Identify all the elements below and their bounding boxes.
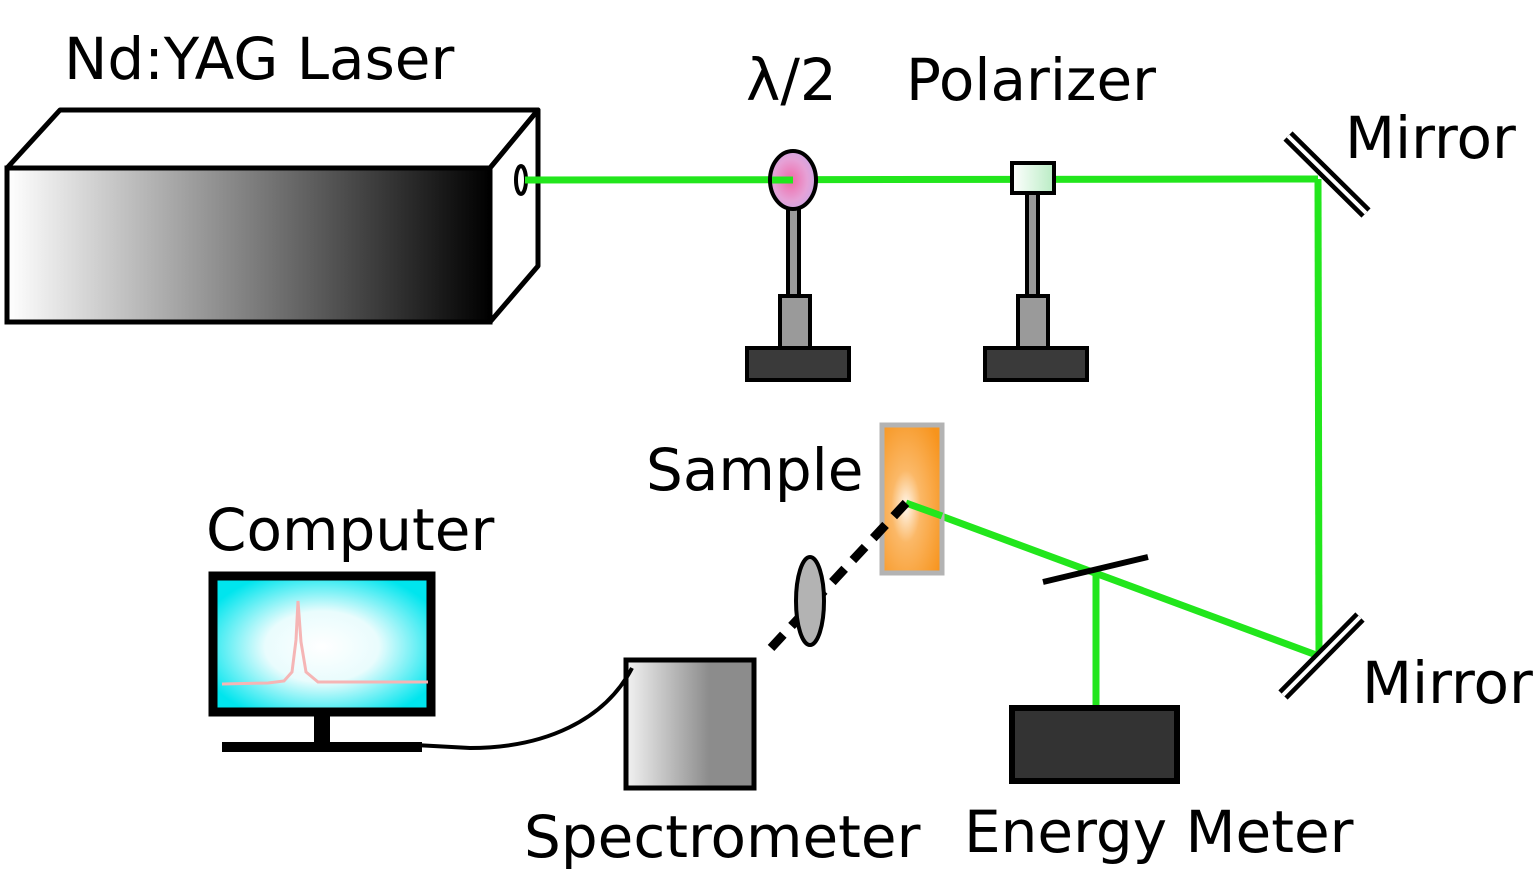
waveplate-post-holder [778, 294, 812, 350]
mirror-top [1283, 131, 1371, 218]
computer-monitor [208, 571, 436, 717]
spectrum-trace [221, 600, 428, 686]
sample-cuvette [879, 422, 945, 576]
spectrometer-cable [414, 667, 634, 751]
spectrometer [623, 657, 757, 791]
laser-label: Nd:YAG Laser [64, 25, 454, 93]
laser-beam [524, 175, 1323, 708]
emission-collection-path [766, 499, 910, 653]
collection-lens [794, 555, 826, 647]
beam-segment-mirror-to-mirror [1314, 178, 1323, 657]
beam-end-in-sample [904, 499, 944, 520]
polarizer-post [1025, 191, 1040, 299]
polarizer-optic [1010, 161, 1056, 195]
laser-aperture [514, 164, 528, 196]
sample [879, 422, 945, 576]
computer [208, 571, 436, 752]
waveplate-post [786, 204, 801, 300]
mirror-bottom-label: Mirror [1362, 649, 1533, 717]
polarizer [983, 161, 1089, 382]
laser-front-face [4, 165, 493, 325]
energy-meter [1009, 705, 1180, 784]
beam-segment-mirror-to-sample [904, 499, 1321, 660]
beam-segment-laser-to-mirror [524, 175, 1319, 184]
half-wave-plate-label: λ/2 [746, 46, 837, 114]
energy-meter-label: Energy Meter [964, 798, 1354, 866]
mirror-top-label: Mirror [1345, 104, 1516, 172]
polarizer-base [983, 346, 1089, 382]
polarizer-label: Polarizer [906, 46, 1156, 114]
spectrometer-label: Spectrometer [524, 803, 921, 871]
computer-label: Computer [206, 496, 494, 564]
waveplate-base [745, 346, 851, 382]
half-wave-plate [745, 149, 851, 382]
laser-top-face [4, 107, 541, 171]
nd-yag-laser [4, 107, 541, 325]
beam-splitter [1042, 554, 1149, 585]
mirror-bottom [1278, 612, 1365, 700]
polarizer-post-holder [1016, 294, 1050, 350]
computer-stand [314, 712, 330, 742]
sample-label: Sample [646, 436, 863, 504]
computer-base [222, 742, 422, 752]
